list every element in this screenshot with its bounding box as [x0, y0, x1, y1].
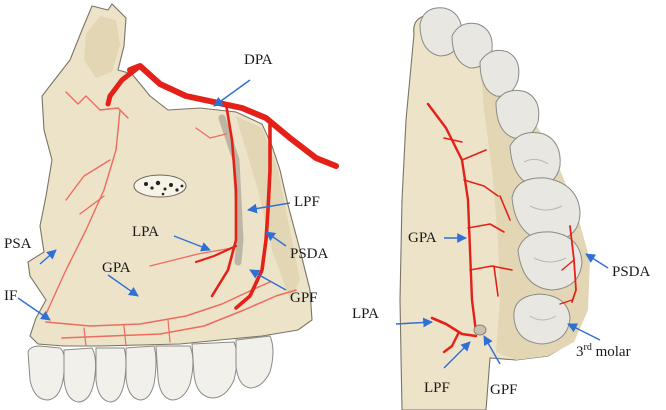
label-gpf-lateral: GPF [290, 290, 318, 306]
foramina-dots [144, 180, 184, 196]
label-third-molar-word: molar [592, 344, 631, 360]
label-gpa-lateral: GPA [102, 260, 131, 276]
annotation-arrows-palatal [395, 233, 609, 369]
label-lpa-palatal: LPA [352, 306, 379, 322]
tooth-lateral-5 [155, 345, 194, 401]
label-psda-lateral: PSDA [290, 246, 329, 262]
label-lpf-palatal: LPF [424, 380, 450, 396]
label-lpa-lateral: LPA [132, 224, 159, 240]
frontal-process-shade [84, 16, 120, 78]
occlusal-fissures [523, 158, 567, 321]
greater-palatine-canal [218, 114, 244, 266]
tooth-occlusal-2 [451, 22, 493, 69]
label-gpf-palatal: GPF [490, 382, 518, 398]
tooth-lateral-3 [95, 347, 127, 403]
tooth-occlusal-7 [517, 231, 583, 291]
upper-teeth-lateral [27, 335, 274, 403]
tooth-occlusal-4 [495, 89, 540, 139]
tooth-lateral-2 [63, 347, 97, 403]
tooth-occlusal-8 [513, 293, 571, 345]
maxillary-sinus-opening [133, 174, 187, 198]
label-psa: PSA [4, 236, 32, 252]
label-gpa-palatal: GPA [408, 230, 437, 246]
greater-palatine-foramen [473, 324, 487, 336]
annotation-arrows-lateral [17, 79, 291, 321]
palatal-arteries [426, 102, 577, 354]
label-third-molar-sup: rd [584, 342, 592, 353]
label-if: IF [4, 288, 17, 304]
palatal-view-panel: GPA PSDA LPA LPF GPF 3rd molar [352, 7, 651, 410]
tooth-lateral-1 [27, 345, 65, 401]
lateral-maxilla-panel: DPA LPF LPA PSDA PSA GPA GPF IF [4, 3, 339, 403]
tooth-lateral-7 [235, 335, 274, 389]
label-dpa: DPA [244, 52, 273, 68]
label-third-molar-num: 3 [576, 344, 584, 360]
label-lpf-lateral: LPF [294, 194, 320, 210]
tooth-lateral-4 [125, 345, 157, 401]
label-psda-palatal: PSDA [612, 264, 651, 280]
label-third-molar: 3rd molar [576, 342, 631, 360]
upper-teeth-occlusal [419, 7, 583, 345]
tooth-occlusal-3 [479, 49, 520, 97]
tooth-lateral-6 [191, 341, 238, 399]
